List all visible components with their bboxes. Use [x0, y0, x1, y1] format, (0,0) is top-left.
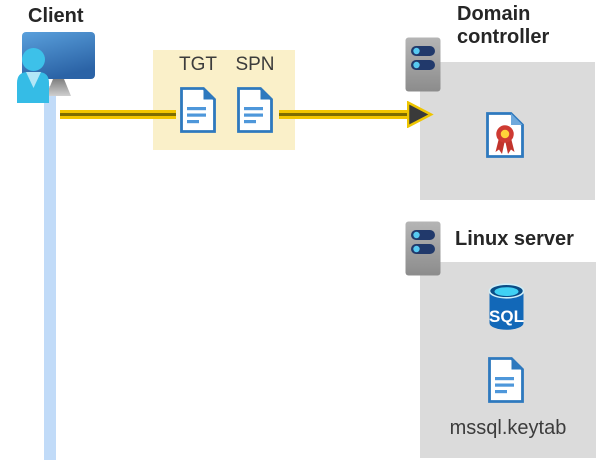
spn-label: SPN	[235, 54, 275, 75]
client-lifeline	[44, 86, 56, 460]
certificate-icon	[486, 112, 524, 158]
linux-server-label: Linux server	[455, 228, 574, 250]
tgt-document-icon	[180, 87, 216, 133]
client-label: Client	[28, 5, 84, 27]
spn-document-icon	[237, 87, 273, 133]
domain-controller-label: Domain controller	[457, 3, 550, 48]
monitor-stand	[46, 79, 71, 96]
keytab-document-icon	[488, 357, 524, 403]
auth-arrow-head-icon	[407, 101, 434, 128]
auth-arrow-left-segment	[60, 110, 176, 119]
person-collar	[26, 72, 41, 88]
keytab-file-label: mssql.keytab	[449, 417, 567, 439]
person-head	[22, 48, 45, 71]
tgt-label: TGT	[179, 54, 217, 75]
client-computer-user-icon	[17, 32, 95, 103]
sql-database-icon: SQL	[488, 283, 525, 330]
sql-db-label: SQL	[489, 307, 524, 326]
domain-controller-server-icon	[405, 37, 441, 92]
auth-arrow-right-segment	[279, 110, 413, 119]
person-body	[17, 72, 49, 103]
linux-server-icon	[405, 221, 441, 276]
